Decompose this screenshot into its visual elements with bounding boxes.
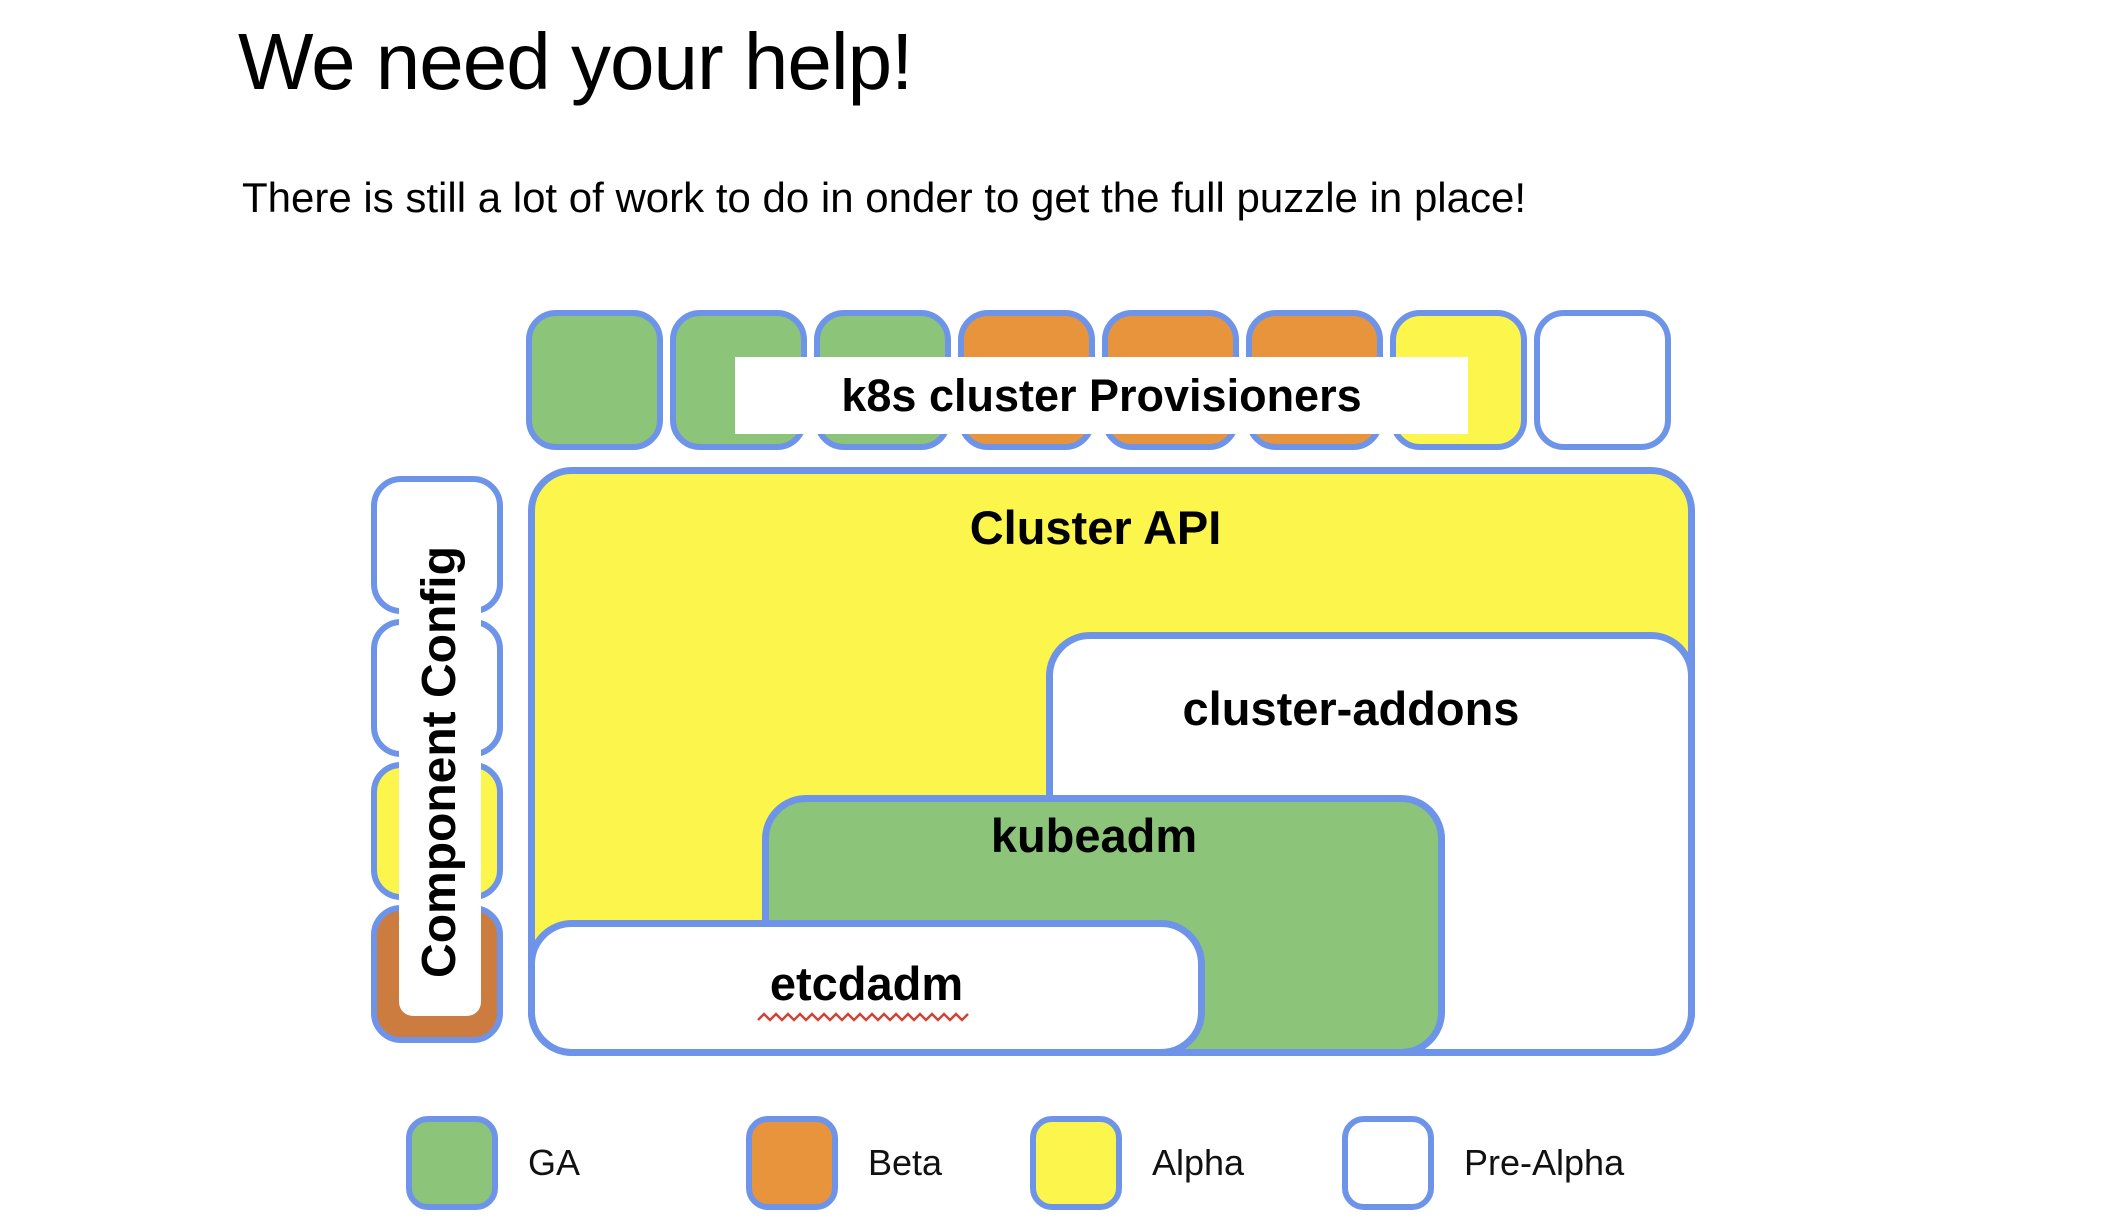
legend-item: Alpha xyxy=(1030,1116,1244,1210)
legend-swatch-alpha xyxy=(1030,1116,1122,1210)
provisioners-label-text: k8s cluster Provisioners xyxy=(841,369,1362,421)
legend-item: GA xyxy=(406,1116,580,1210)
page-title: We need your help! xyxy=(238,17,913,106)
legend-label: Beta xyxy=(868,1142,943,1183)
provisioner-piece xyxy=(526,310,663,450)
component-config-label-text: Component Config xyxy=(413,546,466,978)
provisioner-piece xyxy=(1534,310,1671,450)
legend-swatch-beta xyxy=(746,1116,838,1210)
legend-swatch-pre-alpha xyxy=(1342,1116,1434,1210)
provisioners-label: k8s cluster Provisioners xyxy=(735,357,1468,434)
legend-label: GA xyxy=(528,1142,581,1183)
legend-swatch-ga xyxy=(406,1116,498,1210)
legend-label: Alpha xyxy=(1152,1142,1245,1183)
kubeadm-label: kubeadm xyxy=(990,809,1198,862)
spellcheck-squiggle-icon xyxy=(757,1012,969,1022)
legend-item: Pre-Alpha xyxy=(1342,1116,1624,1210)
page-subtitle: There is still a lot of work to do in on… xyxy=(242,174,1527,221)
legend-item: Beta xyxy=(746,1116,942,1210)
etcdadm-label: etcdadm xyxy=(769,957,964,1010)
cluster-api-label: Cluster API xyxy=(969,501,1222,554)
cluster-addons-label: cluster-addons xyxy=(1182,682,1520,735)
etcdadm-box xyxy=(528,920,1205,1056)
component-config-label: Component Config xyxy=(399,508,481,1016)
legend-label: Pre-Alpha xyxy=(1464,1142,1625,1183)
